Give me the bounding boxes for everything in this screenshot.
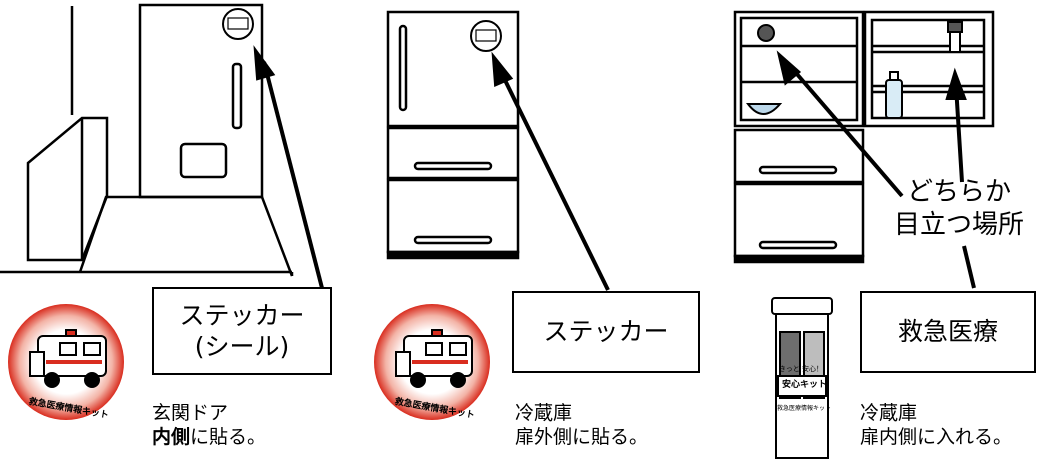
label-box-door-sticker: ステッカー (シール)	[152, 287, 332, 375]
caption-line: 冷蔵庫	[515, 402, 573, 424]
caption-fridge-outside: 冷蔵庫 扉外側に貼る。	[515, 402, 648, 450]
fridge-location-note: どちらか 目立つ場所	[894, 176, 1024, 241]
entrance-door-illustration	[0, 3, 294, 277]
fridge-contents	[745, 21, 963, 119]
arrow-to-door-sticker	[253, 45, 324, 289]
kit-label-top: きっと 安心！	[779, 365, 823, 373]
arrows-to-fridge-inside	[776, 50, 976, 289]
label-box-emergency-medical: 救急医療	[860, 291, 1036, 373]
fridge-illustration	[386, 10, 520, 260]
label-line: ステッカー	[179, 300, 305, 330]
label-line: 救急医療	[897, 317, 998, 347]
label-line: (シール)	[194, 332, 290, 361]
caption-line: に貼る。	[190, 425, 267, 448]
caption-line: 扉外側に貼る。	[515, 425, 649, 448]
caption-door: 玄関ドア 内側に貼る。	[152, 402, 266, 450]
fridge-sticker-small	[470, 20, 502, 52]
note-line: 目立つ場所	[894, 209, 1025, 240]
caption-line: 冷蔵庫	[860, 402, 918, 424]
arrow-to-fridge-sticker	[491, 51, 610, 291]
label-box-fridge-sticker: ステッカー	[512, 291, 700, 373]
caption-emphasis: 内側	[152, 425, 191, 448]
kit-label-bottom: 救急医療情報キット	[777, 405, 832, 412]
ambulance-icon	[395, 329, 473, 388]
emergency-kit-sticker-large-1	[8, 304, 124, 420]
caption-line: 扉内側に入れる。	[860, 425, 1013, 448]
kit-container-illustration	[771, 297, 833, 459]
note-line: どちらか	[907, 177, 1012, 207]
ambulance-icon	[29, 329, 107, 388]
label-line: ステッカー	[543, 317, 669, 347]
door-sticker-small	[222, 8, 254, 40]
emergency-kit-sticker-large-2	[374, 304, 490, 420]
kit-label-main: 安心キット	[782, 380, 828, 390]
caption-fridge-inside: 冷蔵庫 扉内側に入れる。	[860, 402, 1012, 450]
caption-line: 玄関ドア	[152, 402, 229, 424]
